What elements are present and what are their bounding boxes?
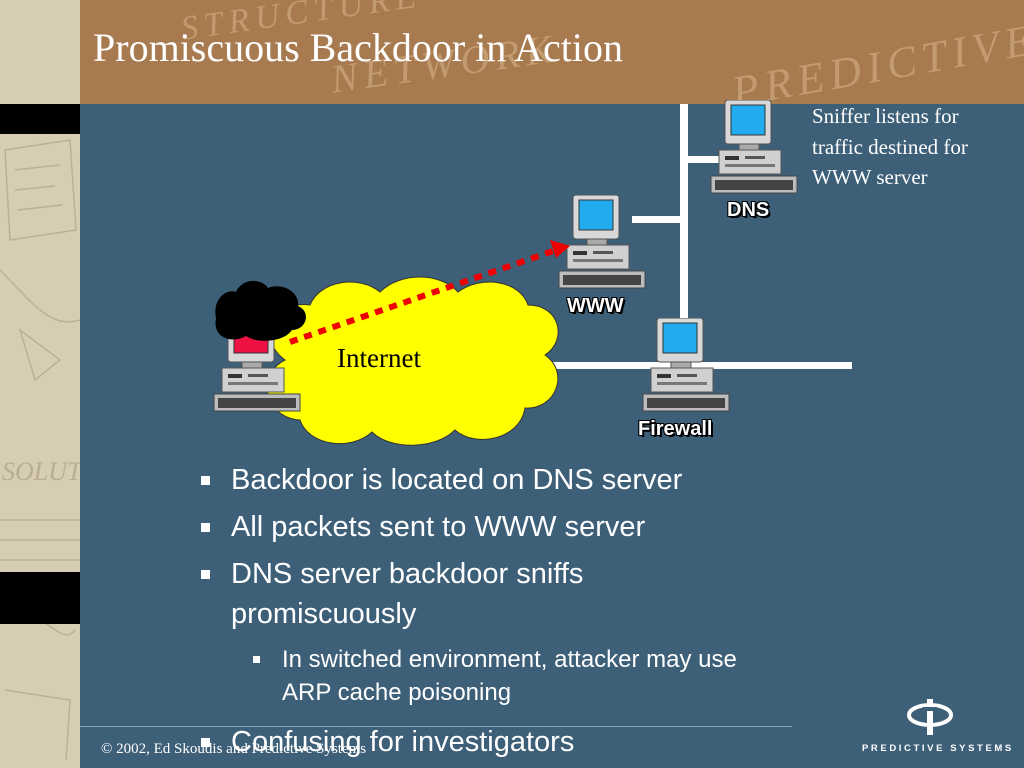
sketch-watermark-icon: SOLUT (0, 139, 80, 761)
bullet-text: Confusing for investigators (231, 726, 575, 758)
bullet-text: In switched environment, attacker may us… (282, 646, 737, 673)
predictive-systems-logo-icon (907, 699, 953, 735)
bullet-marker-icon (201, 738, 210, 747)
footer-divider (80, 726, 792, 727)
firewall-computer-icon (641, 317, 733, 414)
internet-label: Internet (337, 343, 421, 373)
firewall-link (552, 362, 852, 369)
sniffer-note: Sniffer listens for traffic destined for… (812, 104, 968, 189)
dns-link (686, 156, 726, 163)
www-label: WWW (567, 295, 624, 317)
bullet-marker-icon (201, 570, 210, 579)
left-black-bar-bottom (0, 572, 80, 624)
bullet-text: ARP cache poisoning (282, 679, 512, 706)
www-computer-icon (557, 194, 649, 291)
bullet-text: promiscuously (231, 598, 417, 630)
dns-label: DNS (727, 199, 770, 221)
dns-computer-icon (709, 99, 801, 196)
bullet-text: DNS server backdoor sniffs (231, 558, 584, 590)
left-watermark-text: SOLUT (2, 457, 80, 486)
slide-title: Promiscuous Backdoor in Action (93, 25, 623, 70)
copyright-text: © 2002, Ed Skoudis and Predictive System… (101, 741, 367, 757)
title-bar: STRUCTURE NETWORK PREDICTIVE (80, 0, 1024, 104)
left-black-bar-top (0, 104, 80, 134)
network-backbone (680, 104, 688, 370)
logo-text: PREDICTIVE SYSTEMS (862, 743, 1014, 754)
firewall-label: Firewall (638, 418, 713, 440)
bullet-marker-icon (201, 476, 210, 485)
bullet-marker-icon (201, 523, 210, 532)
www-link (632, 216, 682, 223)
bullet-text: All packets sent to WWW server (231, 511, 646, 543)
bullet-text: Backdoor is located on DNS server (231, 464, 683, 496)
bullet-marker-icon (253, 656, 260, 663)
